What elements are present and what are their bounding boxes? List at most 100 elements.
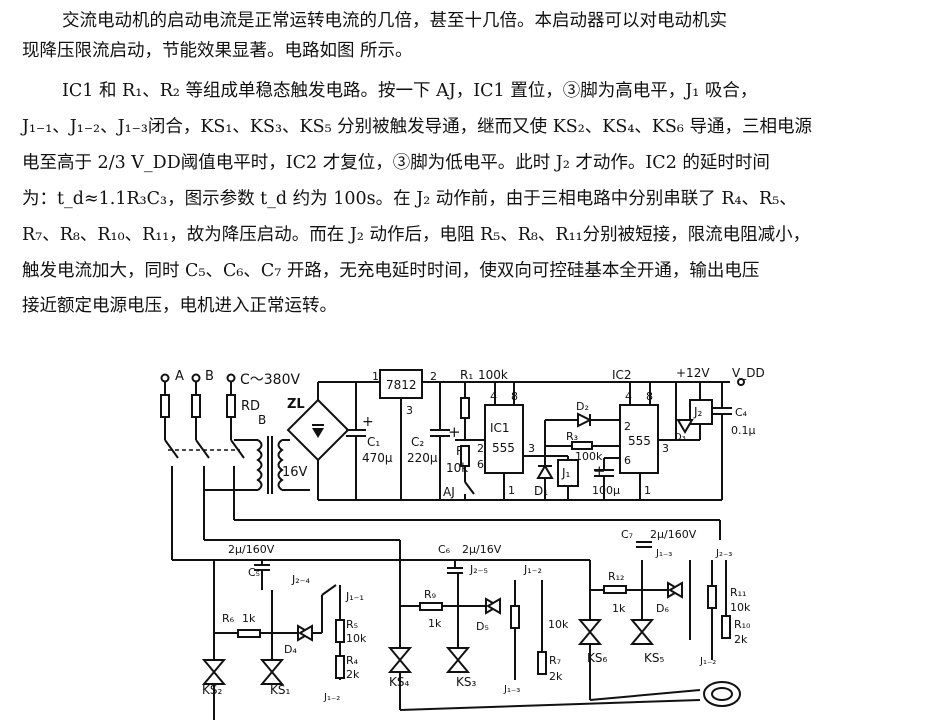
phase2-branch: C₆ 2μ/16V J₂₋₅ J₁₋₂ R₉ 1k D₅ 10k R₇ 2k J…: [387, 540, 569, 695]
r2-value: 10k: [446, 461, 468, 475]
c2-label: C₂: [411, 435, 424, 449]
phase1-branch: 2μ/160V C₅ J₂₋₄ J₁₋₁ R₆ 1k D₄ R₅ 10k R₄ …: [201, 543, 367, 703]
c1-value: 470μ: [362, 451, 393, 465]
r1-label: R₁: [460, 368, 473, 382]
r10-label: R₁₀: [734, 618, 751, 631]
r9-label: R₉: [424, 588, 436, 601]
transformer: B 16V: [204, 413, 310, 494]
motor-output: [213, 644, 741, 720]
resistor-r3: [571, 441, 593, 450]
capacitor-c1: + C₁ 470μ: [346, 382, 393, 500]
r11-value: 10k: [730, 601, 751, 614]
bridge-label: ZL: [287, 397, 305, 412]
r11-label: R₁₁: [730, 586, 746, 599]
svg-text:3: 3: [528, 442, 535, 455]
r3-value: 100k: [575, 450, 603, 463]
text-line: 接近额定电源电压，电机进入正常运转。: [22, 296, 337, 316]
r1-value: 100k: [478, 368, 508, 382]
r12-label: R₁₂: [608, 570, 624, 583]
circuit-schematic: A B C～380V RD B 16V ZL: [160, 366, 765, 720]
svg-text:3: 3: [406, 404, 413, 417]
regulator-7812: 7812 1 2 3: [370, 369, 730, 500]
ks6-label: KS₆: [587, 651, 607, 665]
text-line: 触发电流加大，同时 C₅、C₆、C₇ 开路，无充电延时时间，使双向可控硅基本全开…: [22, 261, 760, 281]
regulator-label: 7812: [386, 378, 417, 392]
text-line: 为：t_d≈1.1R₃C₃，图示参数 t_d 约为 100s。在 J₂ 动作前，…: [22, 189, 797, 209]
aj-label: AJ: [443, 485, 455, 499]
d4-label: D₄: [284, 643, 297, 656]
ic2-label: IC2: [612, 368, 632, 382]
lower-rails: [172, 519, 720, 561]
resistor-r6: [237, 629, 261, 638]
bridge-rectifier: ZL: [286, 381, 700, 501]
relay-j2: +12V V_DD J₂ D₃ C₄ 0.1μ: [674, 366, 765, 501]
switch-j1-2: J₁₋₂: [523, 563, 542, 576]
text-line: R₇、R₈、R₁₀、R₁₁，故为降压启动。而在 J₂ 动作后，电阻 R₅、R₈、…: [22, 225, 811, 245]
svg-text:1: 1: [372, 370, 379, 383]
phase-c-label: C～380V: [240, 372, 300, 388]
c6-value: 2μ/16V: [462, 543, 502, 556]
d2-label: D₂: [576, 400, 589, 413]
svg-text:6: 6: [624, 454, 631, 467]
phase-b-label: B: [205, 369, 214, 384]
transformer-label: B: [258, 413, 266, 427]
d5-label: D₅: [476, 620, 489, 633]
c5-label: C₅: [248, 566, 260, 579]
r7-value: 2k: [549, 670, 563, 683]
resistor-r9: [419, 602, 443, 611]
text-line: IC1 和 R₁、R₂ 等组成单稳态触发电路。按一下 AJ，IC1 置位，③脚为…: [62, 81, 758, 101]
ks1-label: KS₁: [270, 683, 290, 697]
text-line: 电至高于 2/3 V_DD阈值电平时，IC2 才复位，③脚为低电平。此时 J₂ …: [22, 153, 770, 173]
svg-text:1: 1: [508, 484, 515, 497]
switch-j1-3a: J₁₋₃: [503, 684, 520, 695]
phase-a-label: A: [175, 369, 184, 384]
text-line: 现降压限流启动，节能效果显著。电路如图 所示。: [22, 41, 413, 61]
timing-network-ic1: R₁ 100k + R₂ 10k AJ: [443, 368, 508, 500]
r5-label: R₅: [346, 618, 358, 631]
c7-label: C₇: [621, 528, 633, 541]
switch-j1-2a: J₁₋₂: [323, 692, 340, 703]
switch-j2-3: J₂₋₃: [715, 548, 732, 559]
ks5-label: KS₅: [644, 651, 664, 665]
j2-label: J₂: [693, 405, 703, 419]
d3-label: D₃: [674, 432, 686, 443]
r6-value: 1k: [242, 612, 256, 625]
c6-label: C₆: [438, 543, 451, 556]
relay-j1: D₁ J₁: [534, 440, 579, 500]
ic1-model: 555: [492, 441, 515, 455]
switch-j2-5: J₂₋₅: [469, 563, 488, 576]
text-line: 交流电动机的启动电流是正常运转电流的几倍，甚至十几倍。本启动器可以对电动机实: [62, 11, 727, 31]
ic2-555: IC2 555 4 8 2 6 3 1: [612, 368, 676, 500]
text-line: J₁₋₁、J₁₋₂、J₁₋₃闭合，KS₁、KS₃、KS₅ 分别被触发导通，继而又…: [22, 117, 813, 137]
fuse-a: [160, 394, 170, 418]
capacitor-c2: C₂ 220μ: [407, 382, 450, 500]
fuse-b: [191, 394, 201, 418]
r7-label: R₇: [549, 654, 561, 667]
svg-text:+: +: [362, 414, 374, 430]
svg-text:4: 4: [490, 390, 497, 403]
resistor-r7: [537, 651, 547, 675]
r4-label: R₄: [346, 654, 359, 667]
r5-value: 10k: [346, 632, 367, 645]
r3-label: R₃: [566, 430, 578, 443]
r12-value: 1k: [612, 602, 626, 615]
svg-text:2: 2: [624, 420, 631, 433]
switch-j1-2b: J₁₋₂: [699, 656, 716, 667]
d6-label: D₆: [656, 602, 669, 615]
svg-text:2: 2: [477, 442, 484, 455]
c7-value: 2μ/160V: [650, 528, 697, 541]
resistor-r4: [335, 655, 345, 679]
delay-network-ic2: D₂ R₃ 100k + 100μ: [544, 400, 620, 500]
phase-inputs: A B C～380V RD: [160, 369, 300, 560]
r6-label: R₆: [222, 612, 235, 625]
c4-value: 0.1μ: [731, 424, 756, 437]
c1-label: C₁: [367, 435, 380, 449]
r10-value: 2k: [734, 633, 748, 646]
resistor-r5: [335, 619, 345, 643]
ic2-model: 555: [628, 434, 651, 448]
switch-j1-3: J₁₋₃: [655, 548, 672, 559]
ic1-555: IC1 555 4 8 2 6 3 1: [477, 382, 545, 500]
svg-text:2: 2: [430, 370, 437, 383]
ic1-label: IC1: [490, 421, 510, 435]
svg-text:+: +: [448, 423, 461, 441]
